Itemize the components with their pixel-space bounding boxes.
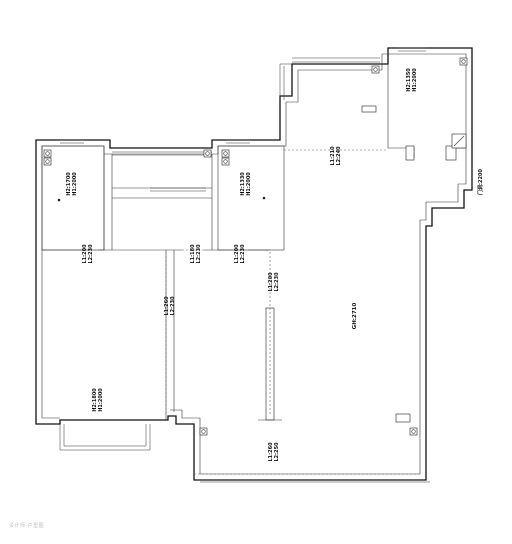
label-opening-living-left: L1:260 L2:230 [164, 296, 176, 316]
svg-text:L2:240: L2:240 [336, 146, 342, 166]
svg-text:L2:230: L2:230 [196, 244, 202, 264]
room-h2-label: H2:1700 [66, 172, 72, 196]
svg-text:L1:200: L1:200 [82, 244, 88, 264]
label-room-bottom-left: H2:1800 H1:2000 [92, 388, 104, 412]
label-opening-left-1: L1:200 L2:230 [82, 244, 94, 264]
svg-text:L1:260: L1:260 [164, 296, 170, 316]
room-h2-label: H2:1330 [240, 172, 246, 196]
label-room-top-left: H2:1700 H1:2000 [66, 172, 78, 196]
svg-text:L2:230: L2:230 [170, 296, 176, 316]
svg-text:L2:230: L2:230 [88, 244, 94, 264]
interior-walls [41, 64, 466, 423]
svg-text:L1:180: L1:180 [190, 244, 196, 264]
svg-text:L2:250: L2:250 [274, 442, 280, 462]
label-opening-top-right: L1:210 L2:240 [330, 146, 342, 166]
label-opening-living-mid: L1:200 L2:230 [268, 272, 280, 292]
svg-text:L1:210: L1:210 [330, 146, 336, 166]
label-room-top-mid: H2:1330 H1:2000 [240, 172, 252, 196]
svg-text:L1:260: L1:260 [268, 442, 274, 462]
svg-text:L2:230: L2:230 [274, 272, 280, 292]
room-h1-label: H1:2000 [246, 172, 252, 196]
label-main-height: GH:2710 [352, 303, 358, 330]
label-opening-mid-1: L1:200 L2:230 [234, 244, 246, 264]
svg-text:L1:200: L1:200 [268, 272, 274, 292]
label-right-wall: 门洞:2200 [477, 169, 484, 195]
svg-text:L1:200: L1:200 [234, 244, 240, 264]
label-opening-left-2: L1:180 L2:230 [190, 244, 202, 264]
watermark: 设计师·户型图 [9, 523, 45, 529]
svg-text:L2:230: L2:230 [240, 244, 246, 264]
room-h2-label: H2:1350 [406, 68, 412, 92]
room-h1-label: H1:2000 [72, 172, 78, 196]
label-opening-bottom: L1:260 L2:250 [268, 442, 280, 462]
room-h2-label: H2:1800 [92, 388, 98, 412]
room-h1-label: H1:2000 [98, 388, 104, 412]
windows [59, 47, 426, 451]
balcony-top [279, 57, 380, 100]
label-room-top-right: H2:1350 H1:2000 [406, 68, 418, 92]
main-height-label: GH:2710 [352, 303, 358, 330]
room-h1-label: H1:2000 [412, 68, 418, 92]
fixtures [43, 57, 468, 436]
opening-lines [82, 149, 420, 475]
door-opening-label: 门洞:2200 [477, 169, 484, 195]
